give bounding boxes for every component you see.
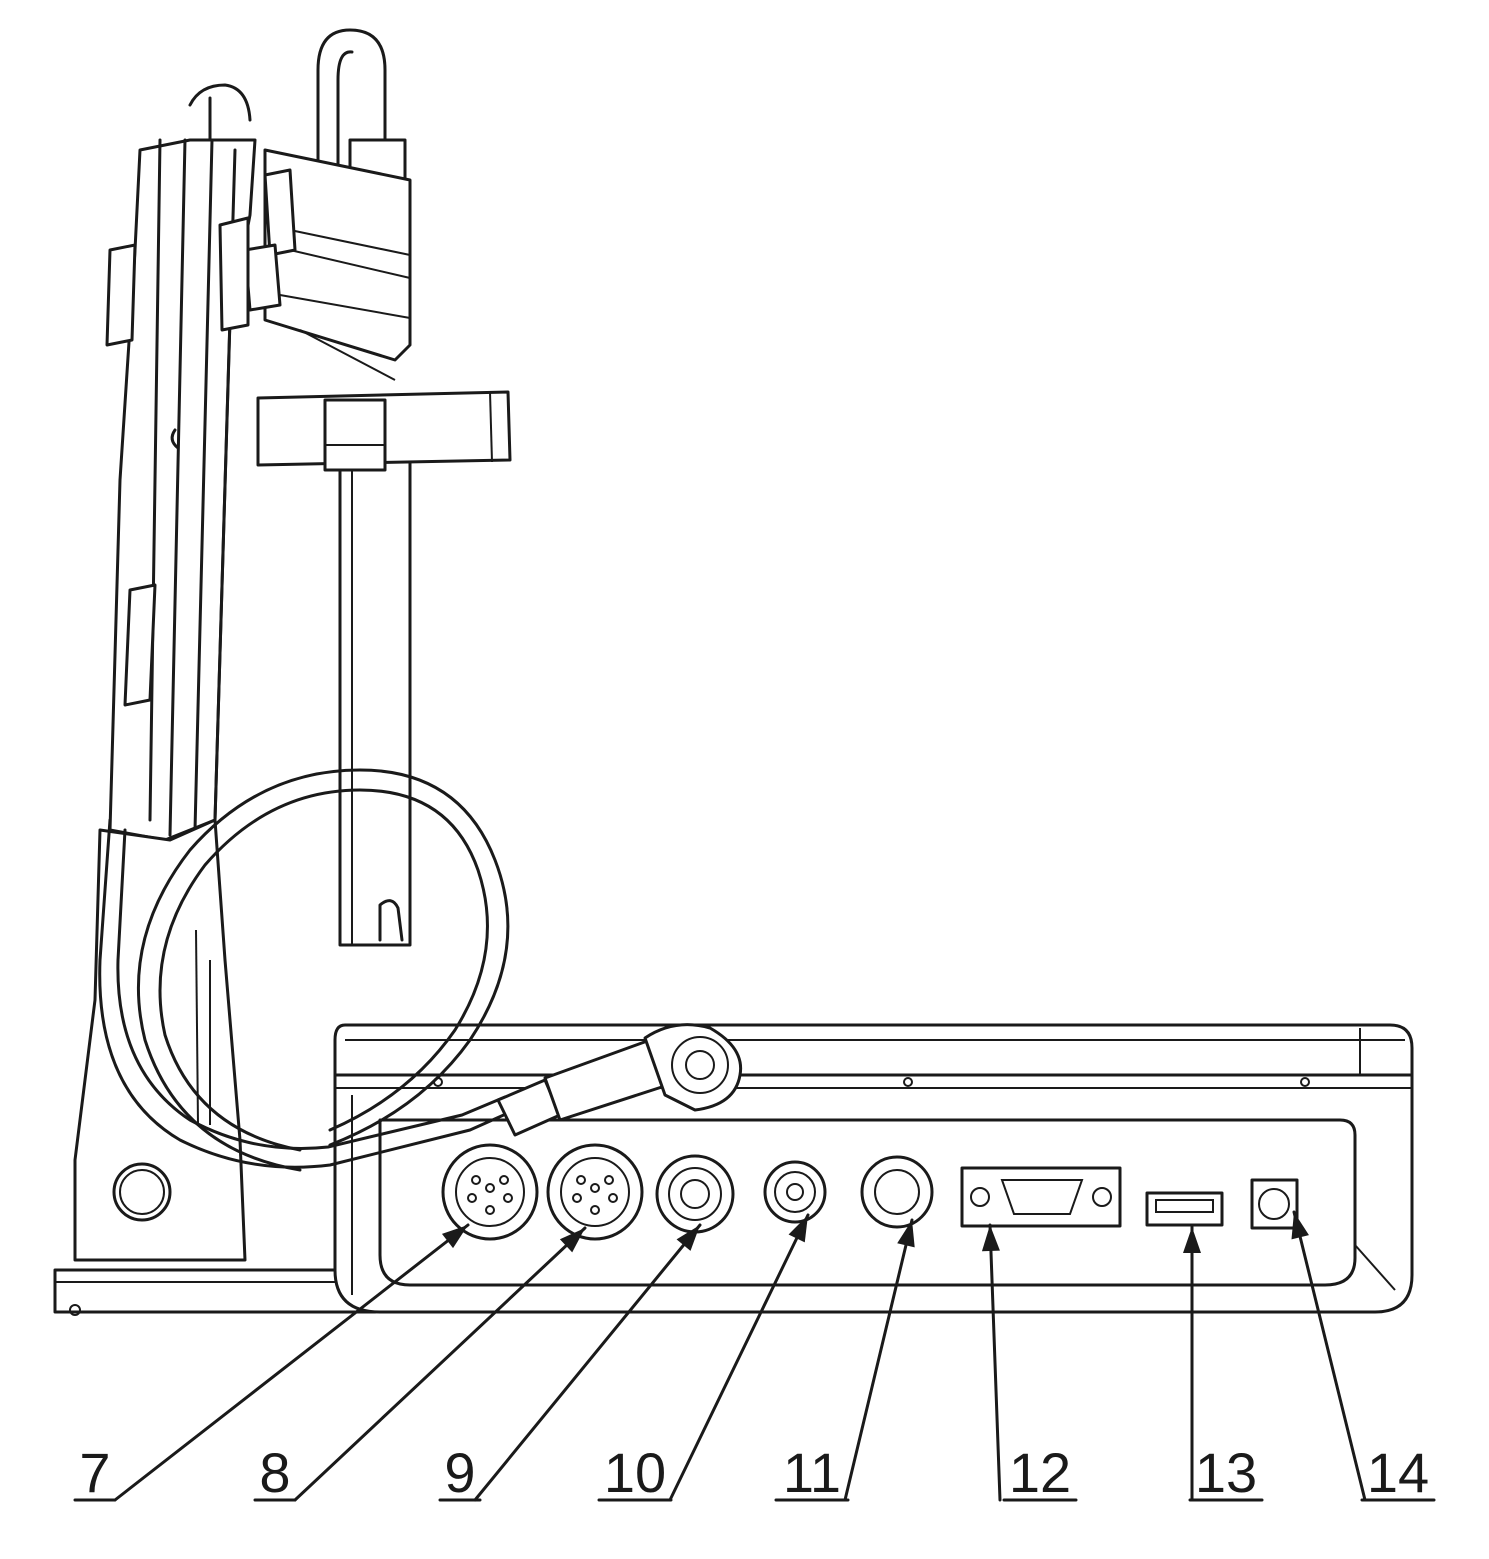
callout-label-7: 7 (79, 1441, 110, 1504)
articulated-arm (73, 83, 257, 1262)
base-plate (53, 1268, 377, 1316)
leader-line-9 (473, 1223, 702, 1502)
callout-12: 12 (981, 1223, 1078, 1504)
callout-label-9: 9 (444, 1441, 475, 1504)
port-12-connector (960, 1166, 1122, 1228)
arrowhead-10 (788, 1215, 808, 1243)
arrowhead-11 (897, 1220, 915, 1248)
callout-label-11: 11 (783, 1441, 841, 1504)
leader-line-8 (293, 1226, 587, 1502)
leader-line-14 (1292, 1210, 1367, 1502)
port-11-connector (860, 1155, 934, 1229)
callout-label-12: 12 (1009, 1441, 1071, 1504)
callout-label-10: 10 (604, 1441, 666, 1504)
port-10-connector (763, 1160, 827, 1224)
callout-7: 7 (73, 1223, 470, 1504)
callout-8: 8 (253, 1226, 587, 1504)
post-clamp (256, 390, 512, 472)
port-14-connector (1250, 1178, 1299, 1230)
callout-14: 14 (1291, 1210, 1436, 1504)
port-8-connector (546, 1143, 644, 1241)
callout-11: 11 (774, 1218, 915, 1504)
callout-label-14: 14 (1367, 1441, 1429, 1504)
leader-line-10 (668, 1213, 810, 1502)
arrowhead-7 (441, 1225, 468, 1249)
callout-13: 13 (1183, 1225, 1264, 1504)
arrowhead-14 (1291, 1212, 1309, 1240)
callout-group: 7 8 9 10 11 12 13 14 (73, 1210, 1436, 1504)
arrowhead-8 (559, 1228, 585, 1253)
coiled-cable (98, 768, 743, 1172)
port-13-connector (1145, 1191, 1224, 1227)
leader-line-12 (988, 1223, 1002, 1502)
callout-9: 9 (438, 1223, 702, 1504)
arrowhead-13 (1183, 1227, 1201, 1253)
port-7-connector (441, 1143, 539, 1241)
port-9-connector (655, 1154, 735, 1234)
callout-label-8: 8 (259, 1441, 290, 1504)
callout-10: 10 (597, 1213, 810, 1504)
support-post (338, 448, 412, 947)
leader-line-7 (113, 1223, 470, 1502)
callout-label-13: 13 (1195, 1441, 1257, 1504)
arrowhead-12 (981, 1225, 1000, 1252)
camera-head (243, 148, 412, 381)
leader-line-11 (843, 1218, 914, 1502)
arrowhead-9 (676, 1225, 700, 1251)
